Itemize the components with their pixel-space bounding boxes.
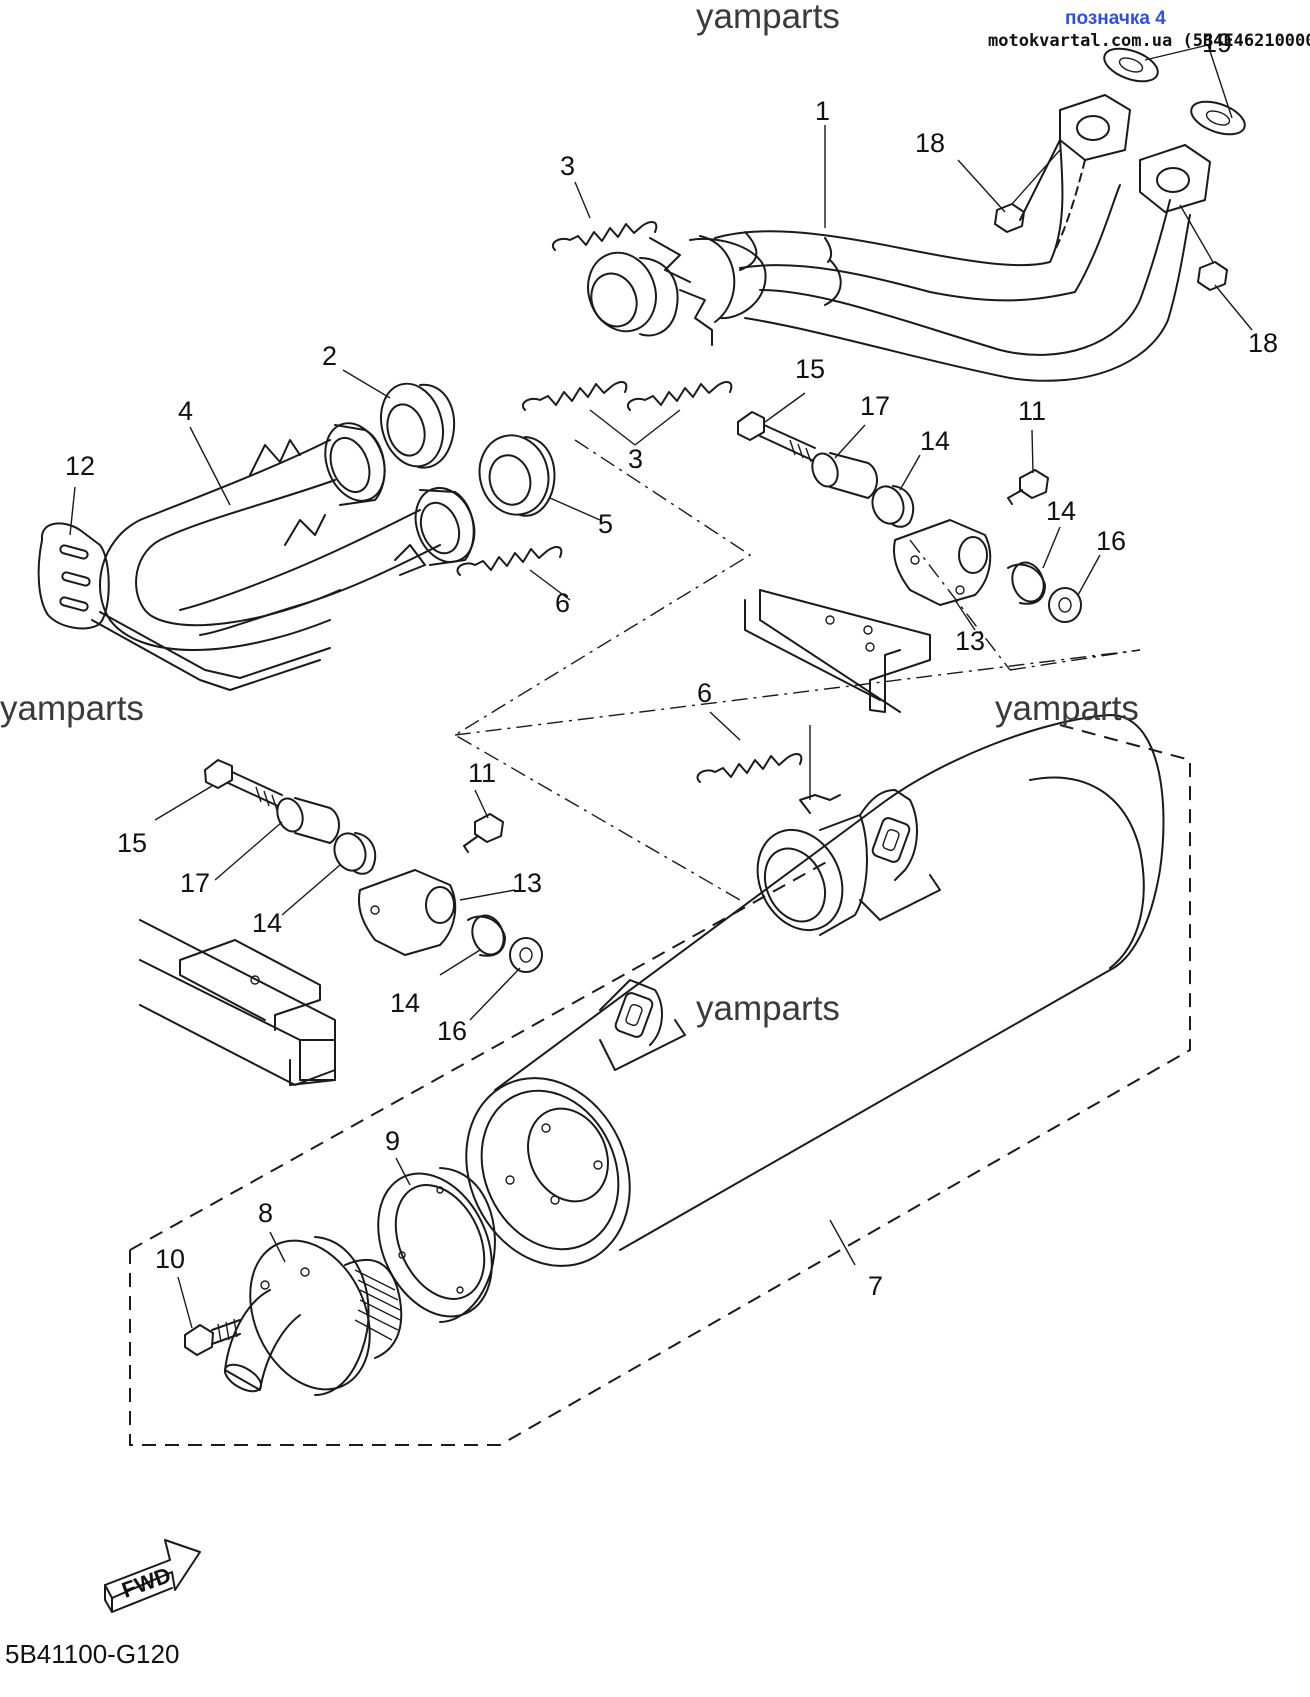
callout-13b: 13 <box>512 868 542 898</box>
callout-18b: 18 <box>1248 328 1278 358</box>
callout-16b: 16 <box>437 1016 467 1046</box>
callout-2: 2 <box>322 341 337 371</box>
fwd-label: FWD <box>118 1562 174 1603</box>
cross-pipe-assembly <box>37 422 476 691</box>
diagram-tag: позначка 4 <box>1065 8 1166 29</box>
callout-11a: 11 <box>1018 396 1046 426</box>
callouts: 1 2 3 3 4 5 6 6 7 8 9 10 11 11 12 13 13 … <box>65 28 1278 1301</box>
watermark-top: yamparts <box>696 0 840 36</box>
callout-1: 1 <box>815 96 830 126</box>
callout-17a: 17 <box>860 391 890 421</box>
callout-15b: 15 <box>117 828 147 858</box>
callout-3a: 3 <box>560 151 575 181</box>
callout-15a: 15 <box>795 354 825 384</box>
leader-lines <box>69 44 1253 1329</box>
callout-17b: 17 <box>180 868 210 898</box>
muffler-body <box>465 714 1165 1267</box>
spring-6-lower <box>696 753 803 783</box>
gasket-2 <box>380 382 456 469</box>
frame-rail-lower <box>139 919 336 1086</box>
callout-3b: 3 <box>628 444 643 474</box>
callout-8: 8 <box>258 1198 273 1228</box>
watermark-center: yamparts <box>696 989 840 1028</box>
callout-6b: 6 <box>697 678 712 708</box>
spark-arrestor-8 <box>223 1236 403 1396</box>
spring-3-lower-left <box>521 381 628 411</box>
callout-9: 9 <box>385 1126 400 1156</box>
callout-5: 5 <box>598 509 613 539</box>
callout-14a: 14 <box>920 426 950 456</box>
callout-6a: 6 <box>555 588 570 618</box>
upper-mount-hardware <box>737 411 1082 623</box>
diagram-source: motokvartal.com.ua (5B4E46210000) <box>988 31 1310 51</box>
callout-16a: 16 <box>1096 526 1126 556</box>
callout-4: 4 <box>178 396 193 426</box>
assembly-outlines <box>129 439 1191 1446</box>
watermark-right: yamparts <box>995 689 1139 728</box>
spring-6-upper <box>456 546 563 576</box>
watermarks: yamparts yamparts yamparts yamparts <box>0 0 1139 1028</box>
gasket-5 <box>478 434 556 517</box>
callout-11b: 11 <box>468 758 496 788</box>
callout-14b: 14 <box>1046 496 1076 526</box>
callout-12: 12 <box>65 451 95 481</box>
bolt-10 <box>184 1318 241 1356</box>
callout-7: 7 <box>868 1271 883 1301</box>
diagram-code: 5B41100-G120 <box>5 1639 179 1669</box>
frame-rail-upper <box>744 589 931 713</box>
spring-3-lower-right <box>626 381 733 411</box>
callout-13a: 13 <box>955 626 985 656</box>
callout-18a: 18 <box>915 128 945 158</box>
fwd-arrow-icon: FWD <box>104 1539 201 1613</box>
callout-14c: 14 <box>252 908 282 938</box>
watermark-left: yamparts <box>0 689 144 728</box>
gasket-9 <box>377 1167 496 1323</box>
callout-14d: 14 <box>390 988 420 1018</box>
exhaust-pipe-assembly <box>587 47 1246 382</box>
lower-mount-hardware <box>204 759 543 973</box>
callout-10: 10 <box>155 1244 185 1274</box>
spring-3-upper <box>551 221 658 251</box>
callout-19: 19 <box>1202 28 1232 58</box>
